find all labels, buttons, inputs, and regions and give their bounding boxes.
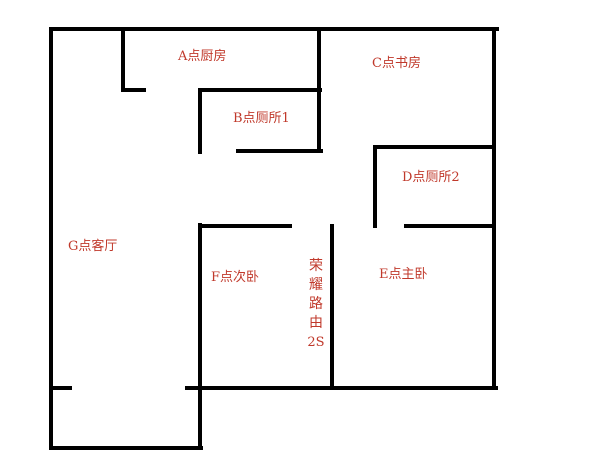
room-label-second-bedroom: F点次卧 — [211, 270, 260, 285]
router-note-char: 路 — [309, 296, 323, 312]
router-note-char: 由 — [309, 315, 323, 331]
room-label-toilet2: D点厕所2 — [402, 170, 460, 185]
router-note: 荣 耀 路 由 2S — [306, 257, 326, 352]
router-note-char: 耀 — [309, 277, 323, 293]
room-label-master-bedroom: E点主卧 — [379, 267, 428, 282]
room-label-toilet1: B点厕所1 — [233, 111, 290, 126]
room-label-kitchen: A点厨房 — [178, 49, 227, 64]
router-note-char: 荣 — [309, 258, 323, 274]
room-label-study: C点书房 — [372, 56, 421, 71]
router-note-char: 2S — [307, 335, 325, 350]
room-label-living-room: G点客厅 — [68, 239, 118, 254]
